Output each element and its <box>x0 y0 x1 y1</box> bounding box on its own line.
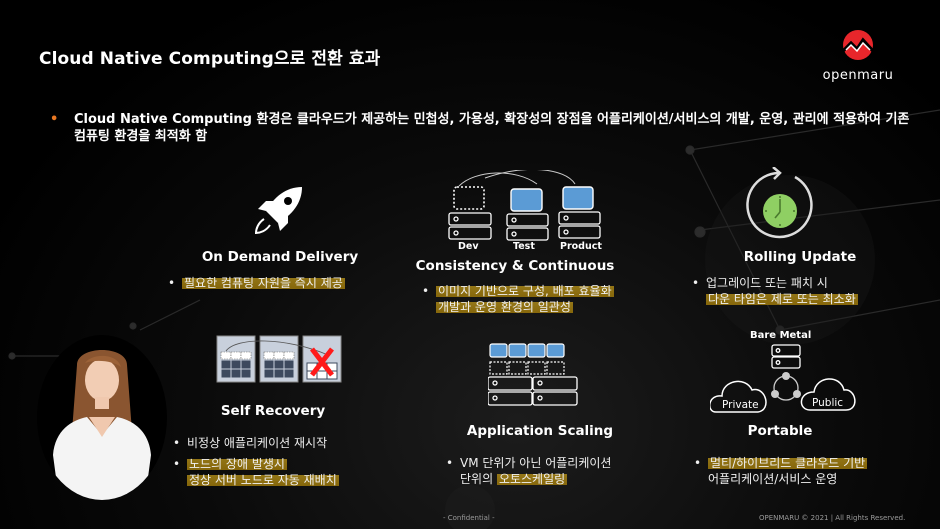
label-public: Public <box>812 397 844 409</box>
recovery-nodes-icon <box>216 335 342 383</box>
dev-test-product-servers-icon <box>448 170 601 241</box>
highlighted-text: 이미지 기반으로 구성, 배포 효율화 <box>436 284 614 298</box>
scaling-bullet: •VM 단위가 아닌 어플리케이션 단위의 오토스케일링 <box>446 456 612 486</box>
rocket-icon <box>254 187 302 235</box>
bullet-text: 어플리케이션/서비스 운영 <box>708 472 838 486</box>
card-title: Self Recovery <box>220 403 326 419</box>
intro-bullet: • Cloud Native Computing 환경은 클라우드가 제공하는 … <box>50 111 920 145</box>
label-test: Test <box>513 241 535 252</box>
card-self-recovery: Self Recovery <box>173 403 373 419</box>
card-application-scaling: Application Scaling <box>440 423 640 439</box>
intro-text: Cloud Native Computing 환경은 클라우드가 제공하는 민첩… <box>74 112 910 144</box>
card-title: Consistency & Continuous <box>415 258 615 274</box>
label-bare-metal: Bare Metal <box>750 330 812 341</box>
card-portable: Portable <box>680 423 880 439</box>
highlighted-text: 개발과 운영 환경의 일관성 <box>436 300 573 314</box>
consistency-bullet: •이미지 기반으로 구성, 배포 효율화 개발과 운영 환경의 일관성 <box>422 284 614 314</box>
confidential-label: - Confidential - <box>443 514 495 522</box>
rolling-bullet: •업그레이드 또는 패치 시 다운 타임은 제로 또는 최소화 <box>692 276 858 306</box>
openmaru-logo-icon <box>841 30 875 60</box>
presenter-figure <box>53 350 151 500</box>
openmaru-logo: openmaru <box>818 28 898 83</box>
copyright-label: OPENMARU © 2021 | All Rights Reserved. <box>759 514 906 522</box>
highlighted-text: 정상 서버 노드로 자동 재배치 <box>187 473 339 487</box>
self-recovery-bullet-2: •노드의 장애 발생시 정상 서버 노드로 자동 재배치 <box>173 457 339 487</box>
highlighted-text: 오토스케일링 <box>496 472 568 486</box>
on-demand-bullet: •필요한 컴퓨팅 자원을 즉시 제공 <box>168 276 345 290</box>
scaling-servers-icon <box>488 343 578 406</box>
card-consistency-continuous: Consistency & Continuous <box>410 258 620 274</box>
card-title: Application Scaling <box>466 423 614 439</box>
bullet-text: 비정상 애플리케이션 재시작 <box>187 436 328 450</box>
error-x-icon <box>310 347 334 377</box>
bullet-text: 단위의 <box>460 472 497 486</box>
highlighted-text: 다운 타임은 제로 또는 최소화 <box>706 292 858 306</box>
highlighted-text: 멀티/하이브리드 클라우드 기반 <box>708 456 868 470</box>
card-title: On Demand Delivery <box>201 249 359 265</box>
label-private: Private <box>722 399 759 411</box>
bullet-dot: • <box>50 112 59 127</box>
self-recovery-bullet-1: •비정상 애플리케이션 재시작 <box>173 436 328 450</box>
bullet-text: 업그레이드 또는 패치 시 <box>706 276 828 290</box>
page-title: Cloud Native Computing으로 전환 효과 <box>39 49 381 69</box>
card-rolling-update: Rolling Update <box>700 249 900 265</box>
bullet-text: VM 단위가 아닌 어플리케이션 <box>460 456 612 470</box>
logo-text: openmaru <box>822 68 894 83</box>
label-product: Product <box>560 241 602 252</box>
card-on-demand-delivery: On Demand Delivery <box>180 249 380 265</box>
card-title: Portable <box>747 423 813 439</box>
rolling-clock-icon <box>746 167 813 239</box>
highlighted-text: 노드의 장애 발생시 <box>187 457 287 471</box>
highlighted-text: 필요한 컴퓨팅 자원을 즉시 제공 <box>182 276 345 290</box>
presenter-avatar <box>37 335 167 500</box>
label-dev: Dev <box>458 241 479 252</box>
portable-bullet: •멀티/하이브리드 클라우드 기반 어플리케이션/서비스 운영 <box>694 456 868 486</box>
card-title: Rolling Update <box>743 249 857 265</box>
